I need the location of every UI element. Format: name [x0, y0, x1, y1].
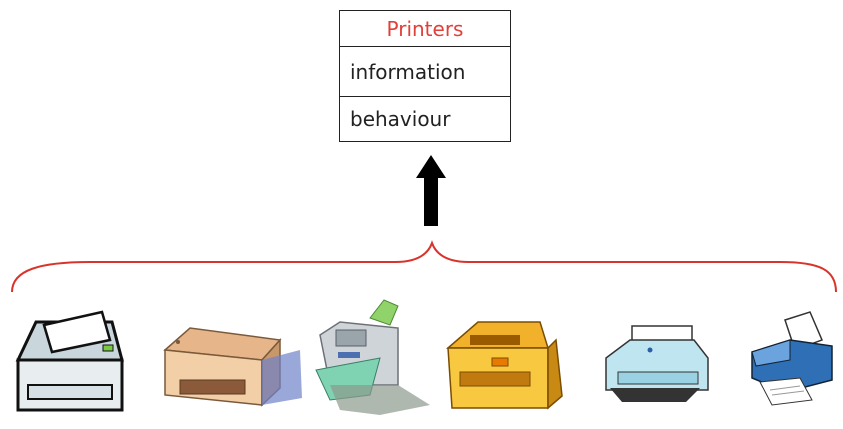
operation-compartment: behaviour — [340, 96, 510, 141]
class-name: Printers — [386, 16, 464, 41]
printer-2-icon — [163, 327, 302, 407]
printer-5-icon — [605, 325, 709, 402]
printer-4-icon — [445, 321, 563, 410]
grouping-brace — [11, 240, 837, 293]
class-box: Printers information behaviour — [339, 10, 511, 142]
generalization-arrow — [416, 155, 446, 226]
printer-6-icon — [751, 311, 833, 406]
attribute-compartment: information — [340, 46, 510, 96]
printer-1-icon — [15, 310, 124, 412]
printer-3-icon — [315, 299, 430, 415]
